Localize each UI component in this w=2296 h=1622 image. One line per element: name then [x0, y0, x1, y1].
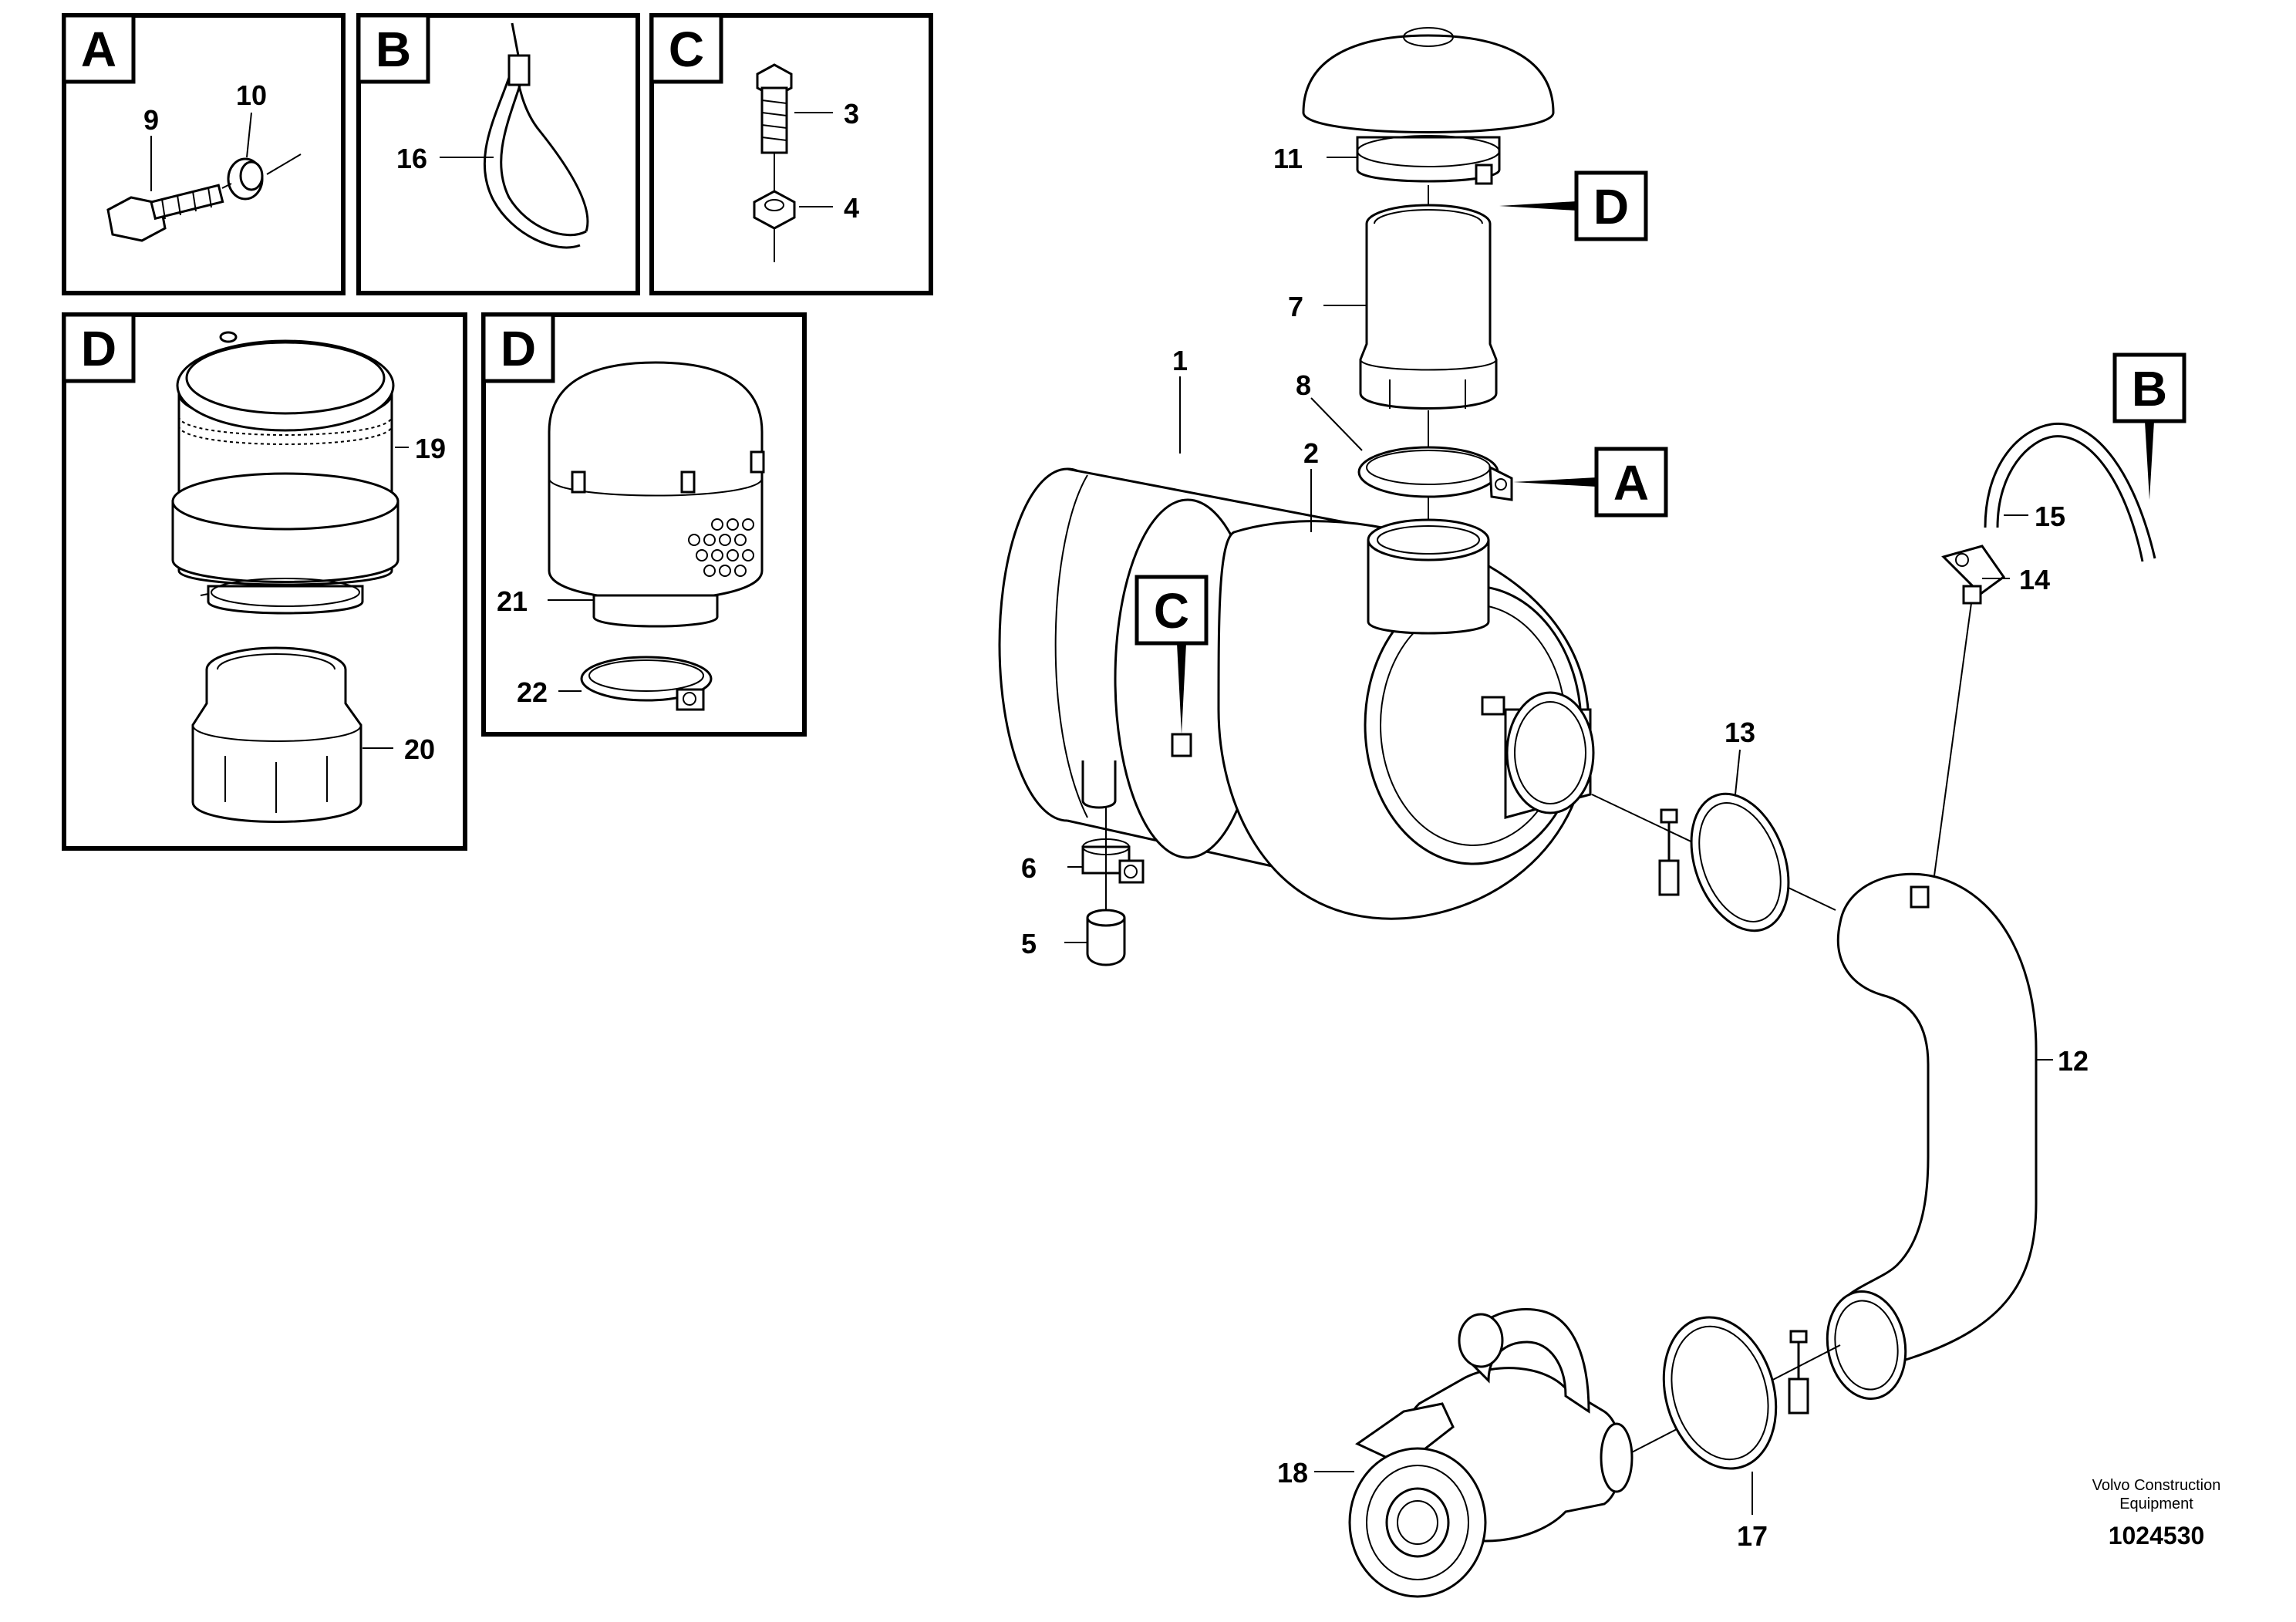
part-label-19: 19 [415, 433, 446, 464]
panel-d1-letter: D [81, 321, 116, 376]
part-label-5: 5 [1021, 928, 1037, 959]
rain-cap-drawing [1302, 27, 1555, 185]
part-label-14: 14 [2019, 564, 2050, 595]
part-label-18: 18 [1277, 1457, 1308, 1489]
reference-marker-d: D [1499, 170, 1648, 241]
svg-text:C: C [1154, 583, 1189, 639]
part-label-2: 2 [1303, 437, 1319, 469]
svg-text:B: B [2132, 361, 2167, 416]
outlet-hose-clamp-drawing [1658, 792, 1790, 932]
inlet-tube-drawing [1359, 204, 1498, 410]
part-label-11: 11 [1273, 143, 1303, 174]
part-label-10: 10 [236, 79, 267, 111]
part-label-17: 17 [1737, 1520, 1768, 1552]
drain-valve-drawing [1086, 909, 1126, 966]
panel-d2-letter: D [501, 321, 536, 376]
part-label-15: 15 [2035, 501, 2065, 532]
detail-panel-a: A 9 10 [62, 13, 346, 295]
detail-panel-c: C 3 4 [649, 13, 933, 295]
hex-nut-drawing [753, 190, 796, 262]
part-label-1: 1 [1172, 345, 1188, 376]
part-label-21: 21 [497, 585, 528, 617]
reference-marker-b: B [2112, 352, 2186, 500]
adapter-sleeve-drawing [191, 646, 362, 823]
mesh-cap-drawing [548, 361, 765, 628]
detail-panel-d-precleaner: D 19 20 [62, 312, 467, 851]
part-label-7: 7 [1288, 291, 1303, 322]
air-filter-housing-drawing [998, 467, 1595, 920]
hose-clamp-drawing [580, 656, 713, 711]
part-label-13: 13 [1725, 717, 1755, 748]
publisher-credit-line2: Equipment [2119, 1496, 2193, 1512]
turbocharger-drawing [1348, 1308, 1633, 1598]
detail-panel-d-mesh-cap: D 2 [481, 312, 807, 737]
intake-hose-drawing [1826, 872, 2038, 1400]
drain-clamp-drawing [1081, 838, 1145, 884]
part-label-6: 6 [1021, 852, 1037, 884]
svg-text:D: D [1593, 179, 1629, 234]
detail-panel-b: B 16 [356, 13, 640, 295]
part-label-12: 12 [2058, 1045, 2089, 1077]
part-label-8: 8 [1296, 369, 1311, 401]
reference-marker-a: A [1513, 447, 1668, 518]
reference-marker-c: C [1135, 575, 1209, 734]
turbo-hose-clamp-drawing [1662, 1316, 1809, 1470]
cable-tie-drawing [483, 22, 589, 249]
part-label-3: 3 [844, 98, 859, 130]
panel-a-letter: A [81, 22, 116, 77]
part-label-22: 22 [517, 676, 548, 708]
hex-bolt-drawing [756, 63, 793, 193]
part-label-20: 20 [404, 733, 435, 765]
drawing-number: 1024530 [2109, 1522, 2205, 1549]
vacuum-indicator-hose-drawing [1932, 422, 2156, 888]
panel-c-letter: C [669, 22, 704, 77]
panel-b-letter: B [376, 22, 411, 77]
clamp-band-drawing [1357, 446, 1513, 501]
precleaner-drawing [171, 331, 400, 615]
part-label-9: 9 [143, 104, 159, 136]
svg-text:A: A [1613, 455, 1649, 511]
flange-bolt-drawing [106, 184, 224, 242]
part-label-4: 4 [844, 192, 859, 224]
washer-nut-drawing [221, 153, 302, 201]
part-label-16: 16 [396, 143, 427, 174]
publisher-credit-line1: Volvo Construction [2092, 1477, 2221, 1494]
